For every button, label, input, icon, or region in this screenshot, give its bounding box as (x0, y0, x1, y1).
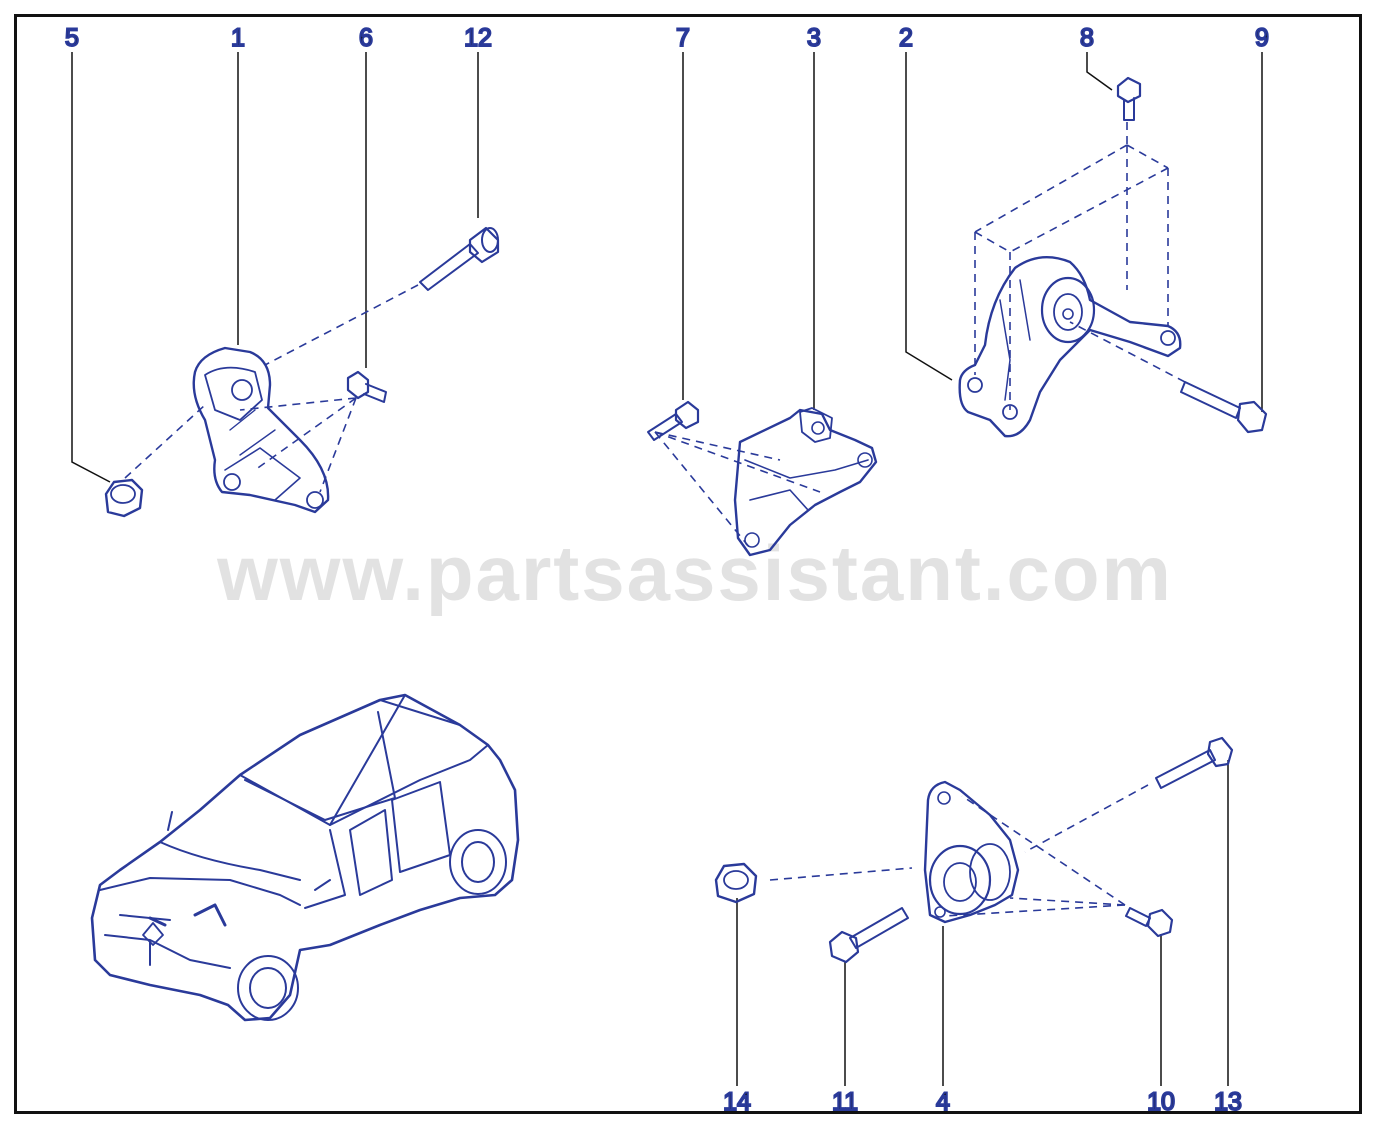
callout-label-11: 11 (832, 1088, 858, 1116)
callout-3[interactable]: 3 (806, 23, 822, 410)
leader-line-8 (1086, 52, 1113, 91)
part-11-bolt[interactable] (828, 907, 909, 964)
part-14-nut[interactable] (714, 862, 758, 904)
callout-10[interactable]: 10 (1146, 934, 1176, 1117)
leader-line-2 (905, 52, 953, 381)
callout-7[interactable]: 7 (675, 23, 691, 400)
callout-11[interactable]: 11 (831, 962, 859, 1117)
diagram-frame (14, 14, 1362, 1114)
part-6-bolt[interactable] (346, 370, 387, 403)
callout-label-12: 12 (464, 24, 492, 52)
callout-label-7: 7 (676, 24, 690, 52)
callout-label-6: 6 (359, 24, 373, 52)
callout-label-3: 3 (807, 24, 821, 52)
vehicle-illustration (90, 693, 520, 1022)
part-1-mount-bracket[interactable] (192, 346, 330, 514)
part-12-bolt[interactable] (419, 226, 500, 291)
part-13-bolt[interactable] (1155, 736, 1234, 789)
part-2-mount[interactable] (958, 256, 1182, 438)
part-4-mount[interactable] (923, 780, 1020, 924)
callout-label-1: 1 (231, 24, 245, 52)
part-7-bolt[interactable] (647, 400, 700, 441)
callout-9[interactable]: 9 (1254, 23, 1270, 412)
part-8-bolt[interactable] (1116, 76, 1142, 121)
callout-label-2: 2 (899, 24, 913, 52)
assembly-dashed-lines (124, 122, 1186, 917)
callout-13[interactable]: 13 (1213, 760, 1243, 1117)
callout-2[interactable]: 2 (898, 23, 953, 381)
callout-12[interactable]: 12 (463, 23, 493, 218)
callout-5[interactable]: 5 (64, 23, 111, 483)
callout-4[interactable]: 4 (935, 926, 951, 1117)
callout-label-10: 10 (1147, 1088, 1175, 1116)
part-3-bracket[interactable] (733, 407, 878, 557)
watermark-text: www.partsassistant.com (216, 529, 1173, 617)
leader-line-5 (71, 52, 111, 483)
callout-1[interactable]: 1 (230, 23, 246, 345)
callout-14[interactable]: 14 (722, 898, 752, 1117)
callout-8[interactable]: 8 (1079, 23, 1113, 91)
callout-label-13: 13 (1214, 1088, 1242, 1116)
callout-label-9: 9 (1255, 24, 1269, 52)
part-5-nut[interactable] (104, 478, 144, 518)
callout-6[interactable]: 6 (358, 23, 374, 368)
part-10-bolt[interactable] (1125, 907, 1174, 938)
part-9-bolt[interactable] (1180, 381, 1268, 434)
callout-label-8: 8 (1080, 24, 1094, 52)
callout-label-4: 4 (936, 1088, 950, 1116)
callout-label-5: 5 (65, 24, 79, 52)
callout-label-14: 14 (723, 1088, 751, 1116)
